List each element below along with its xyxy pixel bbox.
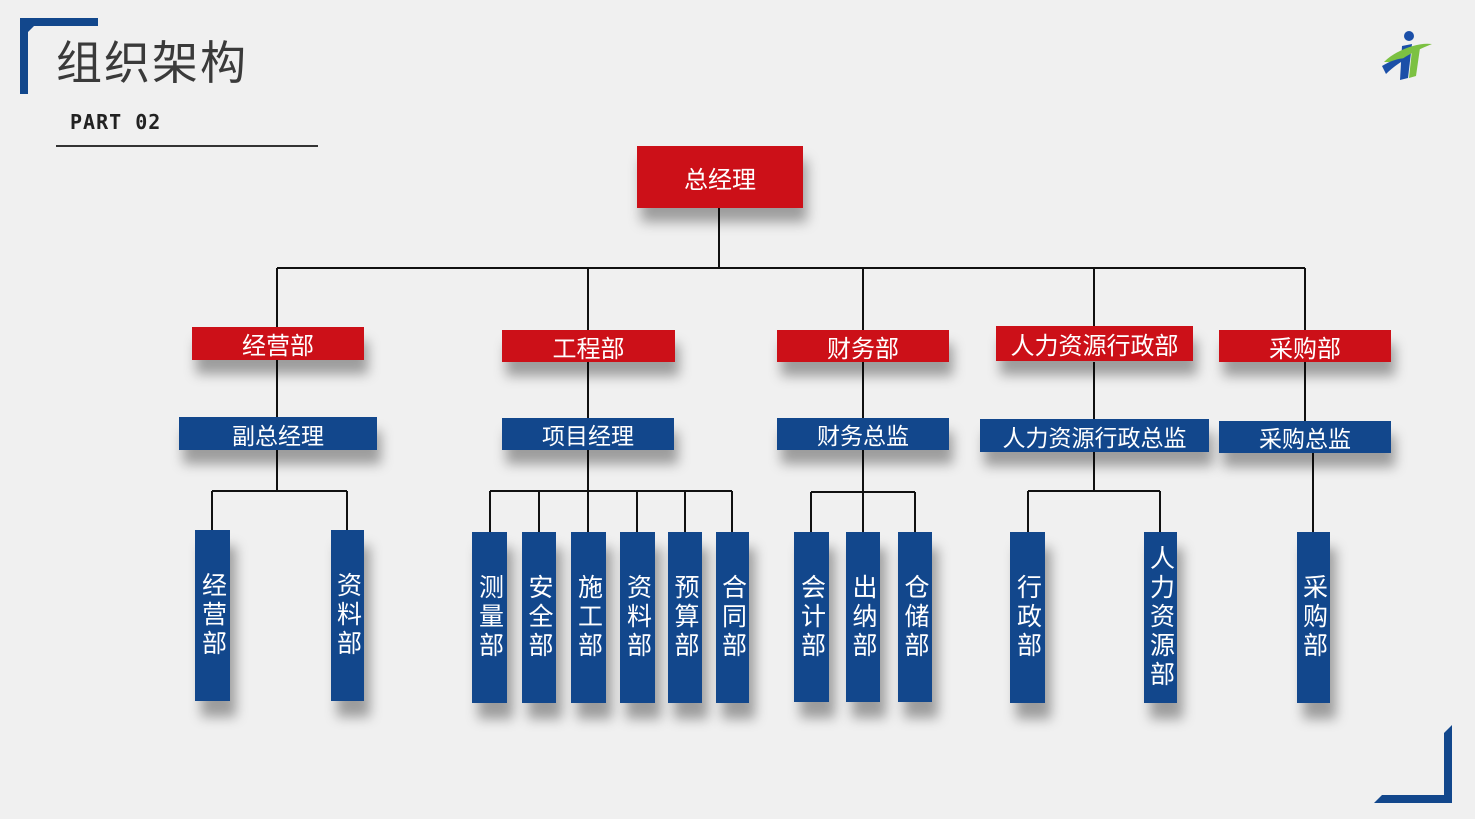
unit-box: 测量部: [472, 532, 507, 703]
corner-bracket-top-left: [20, 18, 98, 94]
unit-box: 行政部: [1010, 532, 1045, 703]
unit-box: 人力资源部: [1144, 532, 1177, 703]
unit-box: 会计部: [794, 532, 829, 702]
unit-box: 采购部: [1297, 532, 1330, 703]
unit-box: 仓储部: [898, 532, 932, 702]
head-box-deputy-gm: 副总经理: [179, 417, 377, 450]
company-logo-icon: [1382, 31, 1432, 80]
head-box-finance-director: 财务总监: [777, 418, 949, 450]
page-title: 组织架构: [56, 36, 248, 90]
unit-box: 经营部: [195, 530, 230, 701]
head-box-purchasing-director: 采购总监: [1219, 421, 1391, 453]
head-box-project-manager: 项目经理: [502, 418, 674, 450]
unit-box: 施工部: [571, 532, 606, 703]
dept-box-engineering: 工程部: [502, 330, 675, 363]
dept-box-purchasing: 采购部: [1219, 330, 1391, 363]
unit-box: 资料部: [331, 530, 364, 701]
title-underline: [56, 145, 318, 147]
unit-box: 出纳部: [846, 532, 880, 702]
dept-box-hr-admin: 人力资源行政部: [996, 326, 1193, 361]
page-subtitle: PART 02: [70, 110, 162, 134]
unit-box: 合同部: [716, 532, 749, 703]
unit-box: 预算部: [668, 532, 702, 703]
dept-box-business: 经营部: [192, 327, 364, 360]
head-box-hr-admin-director: 人力资源行政总监: [980, 419, 1209, 452]
unit-box: 安全部: [522, 532, 556, 703]
unit-box: 资料部: [620, 532, 655, 703]
dept-box-finance: 财务部: [777, 330, 949, 363]
org-root-general-manager: 总经理: [637, 146, 803, 208]
corner-bracket-bottom-right: [1374, 725, 1452, 803]
